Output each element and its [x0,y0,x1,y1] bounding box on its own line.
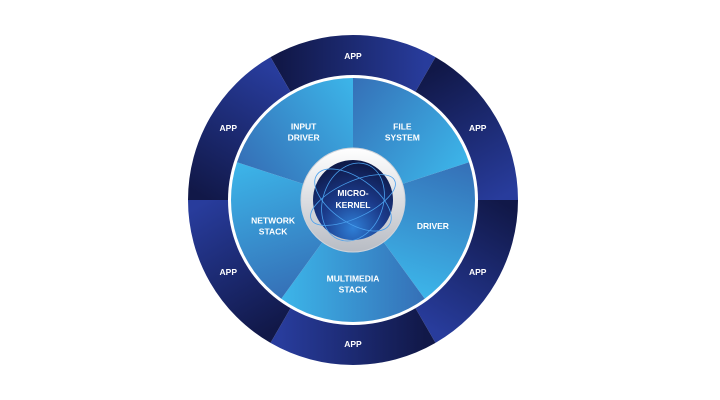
service-label: SYSTEM [385,133,420,143]
kernel-label-line1: MICRO- [337,188,368,198]
service-label: DRIVER [288,133,320,143]
app-label: APP [469,123,487,133]
app-segment[interactable]: APP [415,57,518,201]
app-segment[interactable]: APP [188,57,291,201]
service-label: NETWORK [251,215,296,225]
app-segment-shape [415,200,518,343]
service-segment-shape [281,200,425,322]
kernel-label-line2: KERNEL [336,200,371,210]
service-label: FILE [393,122,412,132]
app-segment-shape [270,35,436,93]
app-label: APP [344,51,362,61]
app-label: APP [220,123,238,133]
service-label: DRIVER [417,221,449,231]
app-label: APP [469,267,487,277]
app-label: APP [344,339,362,349]
service-label: MULTIMEDIA [327,274,380,284]
app-segment[interactable]: APP [270,307,436,365]
app-segment-shape [270,307,436,365]
service-label: STACK [339,285,369,295]
outer-app-ring: APP APP APP APP APP APP [188,35,518,365]
app-segment-shape [188,200,291,343]
microkernel-core: MICRO- KERNEL [300,147,406,253]
app-label: APP [220,267,238,277]
orbit-lines-icon [310,162,396,242]
app-segment[interactable]: APP [188,200,291,343]
app-segment-shape [415,57,518,201]
app-segment[interactable]: APP [270,35,436,93]
app-segment[interactable]: APP [415,200,518,343]
service-label: STACK [259,226,289,236]
app-segment-shape [188,57,291,201]
globe-icon [313,160,393,240]
service-label: INPUT [291,122,317,132]
